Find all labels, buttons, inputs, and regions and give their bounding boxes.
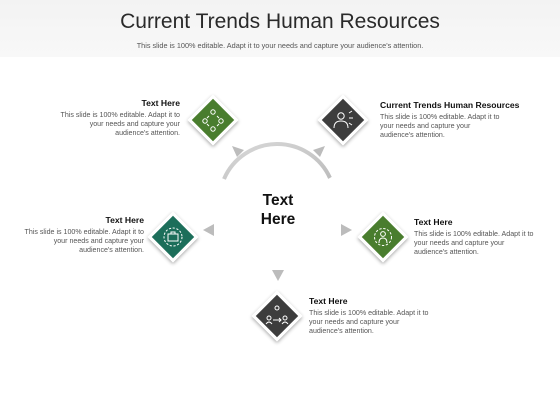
people-exchange-icon [265, 305, 289, 325]
item-heading: Text Here [141, 98, 180, 108]
slide-title: Current Trends Human Resources [120, 10, 440, 33]
item-left: Text Here This slide is 100% editable. A… [22, 215, 144, 255]
diamond-people-exchange [251, 290, 303, 342]
arrow-bottom [272, 270, 284, 281]
item-top-right: Current Trends Human Resources This slid… [380, 100, 550, 140]
center-label: Text Here [238, 191, 318, 229]
diamond-person-connections [317, 94, 369, 146]
diamond-people-network [187, 94, 239, 146]
item-body: This slide is 100% editable. Adapt it to… [380, 113, 500, 139]
item-body: This slide is 100% editable. Adapt it to… [414, 230, 534, 256]
item-right: Text Here This slide is 100% editable. A… [414, 217, 539, 257]
item-body: This slide is 100% editable. Adapt it to… [24, 228, 144, 254]
person-connections-icon [333, 110, 353, 129]
item-heading: Current Trends Human Resources [380, 100, 520, 110]
people-network-icon [202, 109, 224, 132]
slide-subtitle: This slide is 100% editable. Adapt it to… [136, 41, 424, 50]
arrow-left [203, 224, 214, 236]
arrow-top-right [313, 146, 325, 157]
ring-arc-top [222, 142, 332, 180]
header-band [0, 0, 560, 57]
diamond-briefcase-gear [147, 211, 199, 263]
item-body: This slide is 100% editable. Adapt it to… [60, 111, 180, 137]
arrow-right [341, 224, 352, 236]
center-label-line1: Text [262, 192, 294, 209]
gear-person-icon [374, 228, 392, 246]
item-heading: Text Here [414, 217, 453, 227]
item-body: This slide is 100% editable. Adapt it to… [309, 309, 429, 335]
center-label-line2: Here [260, 211, 296, 228]
item-bottom: Text Here This slide is 100% editable. A… [309, 296, 434, 336]
briefcase-gear-icon [163, 227, 183, 247]
diamond-gear-person [357, 211, 409, 263]
item-heading: Text Here [105, 215, 144, 225]
ring-arc-right [322, 176, 343, 254]
arrow-top-left [232, 146, 244, 157]
item-heading: Text Here [309, 296, 348, 306]
item-top-left: Text Here This slide is 100% editable. A… [58, 98, 180, 138]
